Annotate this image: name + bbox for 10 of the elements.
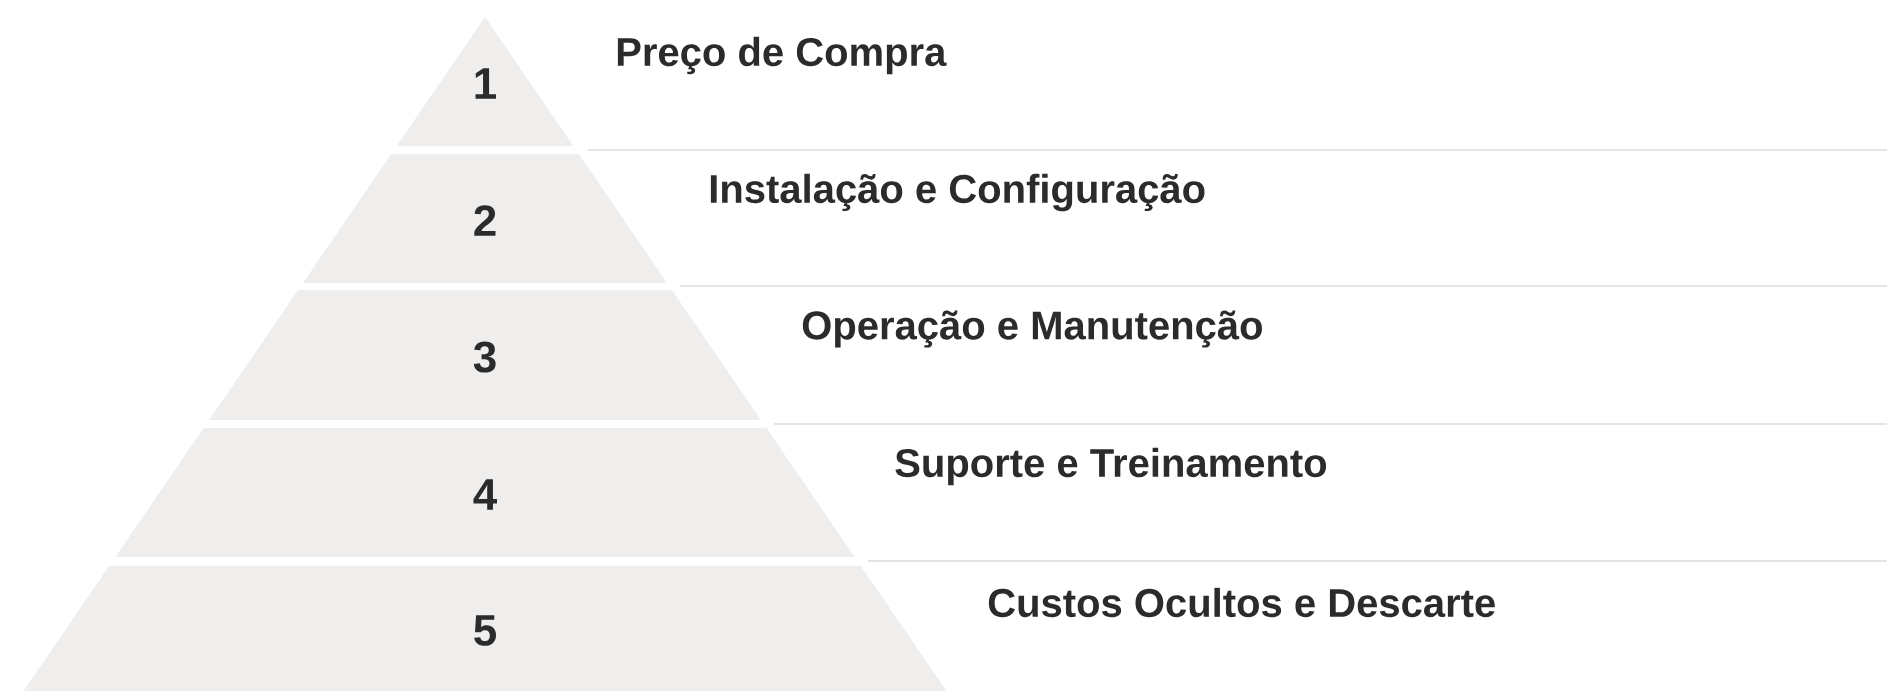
pyramid-tier: 5 bbox=[23, 566, 947, 691]
pyramid-tier: 4 bbox=[115, 428, 855, 557]
tier-label: Preço de Compra bbox=[617, 36, 947, 75]
tier-label: Suporte e Treinamento bbox=[895, 447, 1327, 486]
pyramid-tier: 3 bbox=[209, 290, 761, 420]
tier-label: Custos Ocultos e Descarte bbox=[988, 587, 1495, 618]
tier-label: Instalação e Configuração bbox=[710, 173, 1205, 212]
tier-label: Operação e Manutenção bbox=[802, 310, 1262, 348]
pyramid-tier: 1 bbox=[396, 17, 574, 146]
pyramid-tier: 2 bbox=[302, 154, 668, 283]
